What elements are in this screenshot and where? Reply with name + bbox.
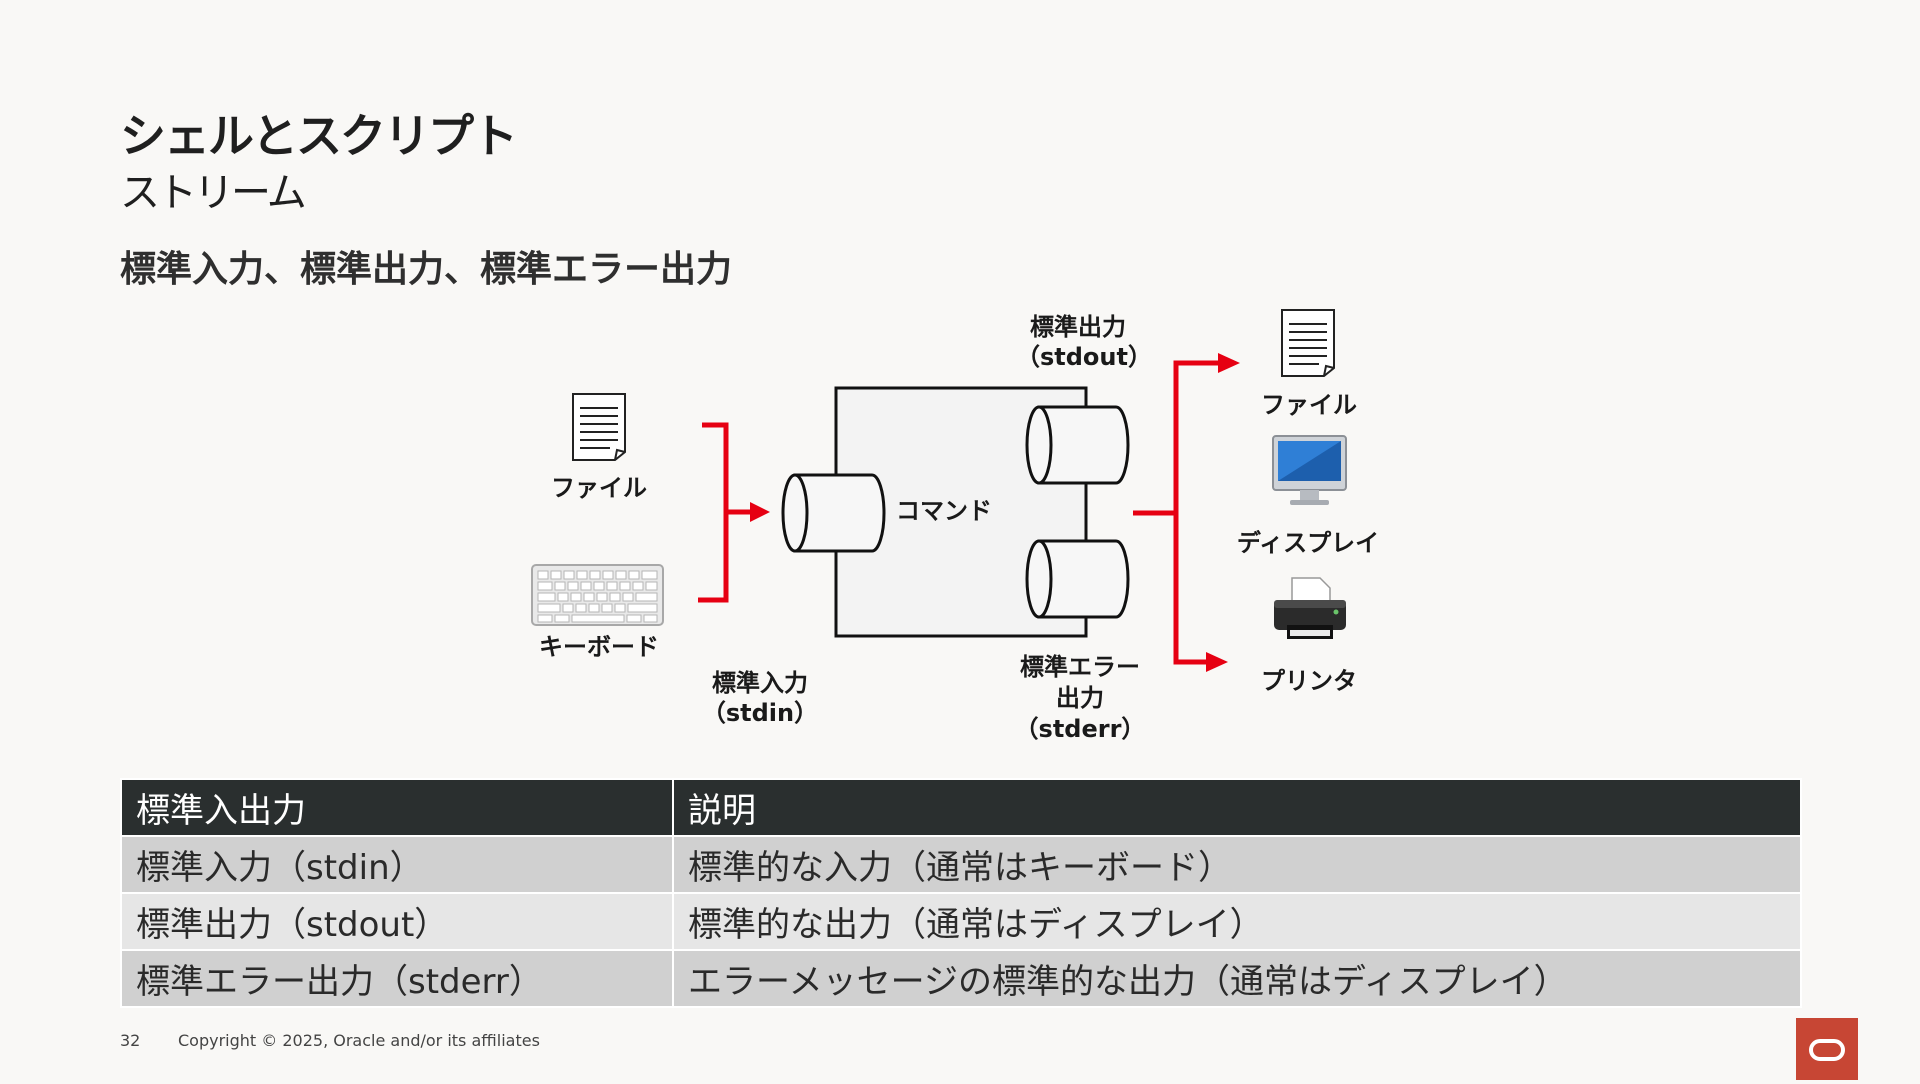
table-header-stream: 標準入出力 [120,778,674,837]
table-row: 標準エラー出力（stderr） エラーメッセージの標準的な出力（通常はディスプレ… [120,949,1802,1008]
stdin-sub-label: （stdin） [701,699,819,727]
stdin-arrow [698,422,750,603]
stdout-stderr-arrows [1133,360,1218,665]
table-cell-description: 標準的な出力（通常はディスプレイ） [672,892,1802,951]
stderr-cylinder-icon [1025,539,1130,619]
stdin-arrowhead [750,502,770,522]
table-cell-stream: 標準出力（stdout） [120,892,674,951]
file-output-label: ファイル [1261,391,1357,419]
table-header-description: 説明 [672,778,1802,837]
table-cell-stream: 標準入力（stdin） [120,835,674,894]
section-heading: 標準入力、標準出力、標準エラー出力 [120,249,733,290]
display-icon [1272,435,1347,505]
stdout-sub-label: （stdout） [1016,343,1152,371]
file-input-label: ファイル [551,474,647,502]
oracle-logo [1796,1018,1858,1080]
printer-label: プリンタ [1261,667,1357,695]
copyright-text: Copyright © 2025, Oracle and/or its affi… [178,1031,540,1050]
slide-subtitle: ストリーム [120,170,307,216]
stdout-label: 標準出力 [1030,313,1126,341]
stream-table: 標準入出力 説明 標準入力（stdin） 標準的な入力（通常はキーボード） 標準… [120,778,1802,1008]
stream-diagram: ファイル キーボード 標準入力 （stdin） コマンド 標準出力 （stdou… [531,309,1380,743]
stdin-label: 標準入力 [712,669,808,697]
oracle-logo-icon [1809,1039,1845,1061]
file-output-icon [1281,309,1335,377]
stdout-arrowhead [1218,353,1240,373]
page-number: 32 [120,1031,141,1050]
table-cell-description: エラーメッセージの標準的な出力（通常はディスプレイ） [672,949,1802,1008]
printer-icon [1274,577,1346,639]
file-input-icon [572,393,626,461]
diagram-graphics [531,309,1347,672]
display-label: ディスプレイ [1236,529,1380,557]
slide-title: シェルとスクリプト [120,109,518,163]
stderr-label-line1: 標準エラー [1020,653,1140,681]
stdout-cylinder-icon [1025,405,1130,485]
table-row: 標準出力（stdout） 標準的な出力（通常はディスプレイ） [120,892,1802,951]
keyboard-icon [531,564,664,626]
table-cell-description: 標準的な入力（通常はキーボード） [672,835,1802,894]
table-cell-stream: 標準エラー出力（stderr） [120,949,674,1008]
stderr-arrowhead [1206,652,1228,672]
table-header-row: 標準入出力 説明 [120,778,1802,837]
keyboard-label: キーボード [539,633,659,661]
stderr-sub-label: （stderr） [1014,715,1146,743]
stderr-label-line2: 出力 [1056,684,1104,712]
stdin-cylinder-icon [781,473,886,553]
command-label: コマンド [896,497,992,525]
table-row: 標準入力（stdin） 標準的な入力（通常はキーボード） [120,835,1802,894]
